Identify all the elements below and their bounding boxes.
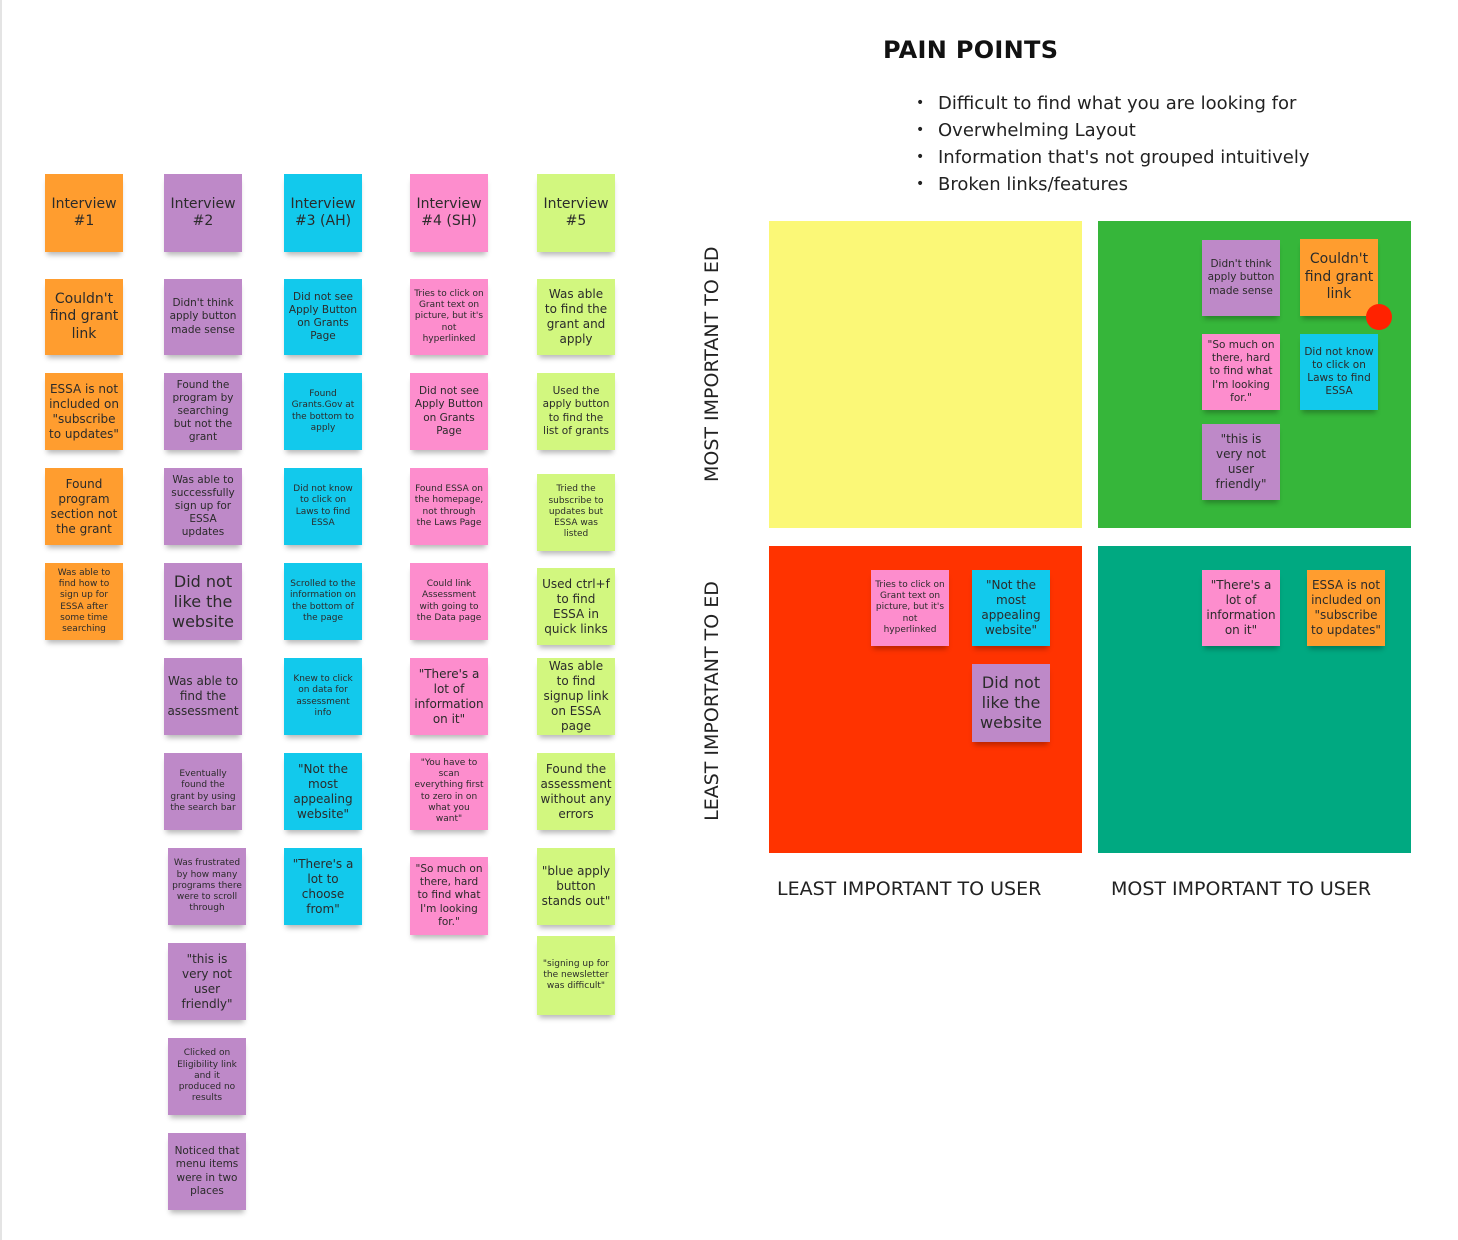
sticky-note[interactable]: Did not see Apply Button on Grants Page <box>284 279 362 355</box>
pain-point-item: Broken links/features <box>916 171 1310 198</box>
sticky-note[interactable]: Did not like the website <box>164 563 242 640</box>
interview-3-header[interactable]: Interview #3 (AH) <box>284 174 362 252</box>
interview-1-header[interactable]: Interview #1 <box>45 174 123 252</box>
sticky-note[interactable]: ESSA is not included on "subscribe to up… <box>1307 570 1385 646</box>
canvas-edge <box>0 0 2 1240</box>
sticky-note[interactable]: Found the assessment without any errors <box>537 753 615 830</box>
sticky-note[interactable]: Did not know to click on Laws to find ES… <box>1300 334 1378 410</box>
sticky-note[interactable]: Did not like the website <box>972 664 1050 742</box>
interview-2-header[interactable]: Interview #2 <box>164 174 242 252</box>
pain-point-item: Overwhelming Layout <box>916 117 1310 144</box>
sticky-note[interactable]: Couldn't find grant link <box>1300 239 1378 316</box>
sticky-note[interactable]: Tries to click on Grant text on picture,… <box>410 279 488 355</box>
sticky-note[interactable]: Knew to click on data for assessment inf… <box>284 658 362 735</box>
sticky-note[interactable]: Didn't think apply button made sense <box>1202 240 1280 316</box>
sticky-note[interactable]: Did not know to click on Laws to find ES… <box>284 468 362 545</box>
sticky-note[interactable]: Found program section not the grant <box>45 468 123 545</box>
sticky-note[interactable]: Was able to find the grant and apply <box>537 279 615 355</box>
sticky-note[interactable]: ESSA is not included on "subscribe to up… <box>45 373 123 450</box>
sticky-note[interactable]: "There's a lot to choose from" <box>284 848 362 925</box>
sticky-note[interactable]: "There's a lot of information on it" <box>410 658 488 735</box>
sticky-note[interactable]: Found Grants.Gov at the bottom to apply <box>284 373 362 450</box>
y-axis-label-bottom: LEAST IMPORTANT TO ED <box>701 581 723 821</box>
sticky-note[interactable]: "blue apply button stands out" <box>537 848 615 925</box>
sticky-note[interactable]: Was able to find how to sign up for ESSA… <box>45 563 123 640</box>
sticky-note[interactable]: "Not the most appealing website" <box>284 753 362 830</box>
sticky-note[interactable]: Eventually found the grant by using the … <box>164 753 242 830</box>
pain-point-item: Information that's not grouped intuitive… <box>916 144 1310 171</box>
sticky-note[interactable]: "You have to scan everything first to ze… <box>410 753 488 830</box>
sticky-note[interactable]: "Not the most appealing website" <box>972 570 1050 646</box>
sticky-note[interactable]: Noticed that menu items were in two plac… <box>168 1133 246 1210</box>
x-axis-label-left: LEAST IMPORTANT TO USER <box>777 878 1042 900</box>
sticky-note[interactable]: Didn't think apply button made sense <box>164 279 242 355</box>
quadrant-top-left <box>769 221 1082 528</box>
sticky-note[interactable]: Used ctrl+f to find ESSA in quick links <box>537 568 615 645</box>
sticky-note[interactable]: Clicked on Eligibility link and it produ… <box>168 1038 246 1115</box>
sticky-note[interactable]: Did not see Apply Button on Grants Page <box>410 373 488 450</box>
sticky-note[interactable]: "signing up for the newsletter was diffi… <box>537 936 615 1015</box>
sticky-note[interactable]: Couldn't find grant link <box>45 279 123 355</box>
pain-points-list: Difficult to find what you are looking f… <box>916 90 1310 198</box>
sticky-note[interactable]: "So much on there, hard to find what I'm… <box>410 857 488 935</box>
sticky-note[interactable]: Scrolled to the information on the botto… <box>284 563 362 640</box>
y-axis-label-top: MOST IMPORTANT TO ED <box>701 246 723 482</box>
sticky-note[interactable]: Was able to find the assessment <box>164 658 242 735</box>
sticky-note[interactable]: "this is very not user friendly" <box>1202 424 1280 500</box>
pain-point-item: Difficult to find what you are looking f… <box>916 90 1310 117</box>
sticky-note[interactable]: Found ESSA on the homepage, not through … <box>410 468 488 545</box>
sticky-note[interactable]: Used the apply button to find the list o… <box>537 373 615 450</box>
sticky-note[interactable]: "There's a lot of information on it" <box>1202 570 1280 646</box>
page-title: PAIN POINTS <box>883 36 1059 64</box>
interview-5-header[interactable]: Interview #5 <box>537 174 615 252</box>
sticky-note[interactable]: Tried the subscribe to updates but ESSA … <box>537 474 615 551</box>
sticky-note[interactable]: Was frustrated by how many programs ther… <box>168 848 246 925</box>
sticky-note[interactable]: Was able to successfully sign up for ESS… <box>164 468 242 545</box>
sticky-note[interactable]: Was able to find signup link on ESSA pag… <box>537 658 615 735</box>
interview-4-header[interactable]: Interview #4 (SH) <box>410 174 488 252</box>
sticky-note[interactable]: Found the program by searching but not t… <box>164 373 242 450</box>
sticky-note[interactable]: "So much on there, hard to find what I'm… <box>1202 334 1280 410</box>
sticky-note[interactable]: "this is very not user friendly" <box>168 943 246 1020</box>
red-dot-marker[interactable] <box>1366 304 1392 330</box>
x-axis-label-right: MOST IMPORTANT TO USER <box>1111 878 1372 900</box>
sticky-note[interactable]: Tries to click on Grant text on picture,… <box>871 570 949 646</box>
sticky-note[interactable]: Could link Assessment with going to the … <box>410 563 488 640</box>
